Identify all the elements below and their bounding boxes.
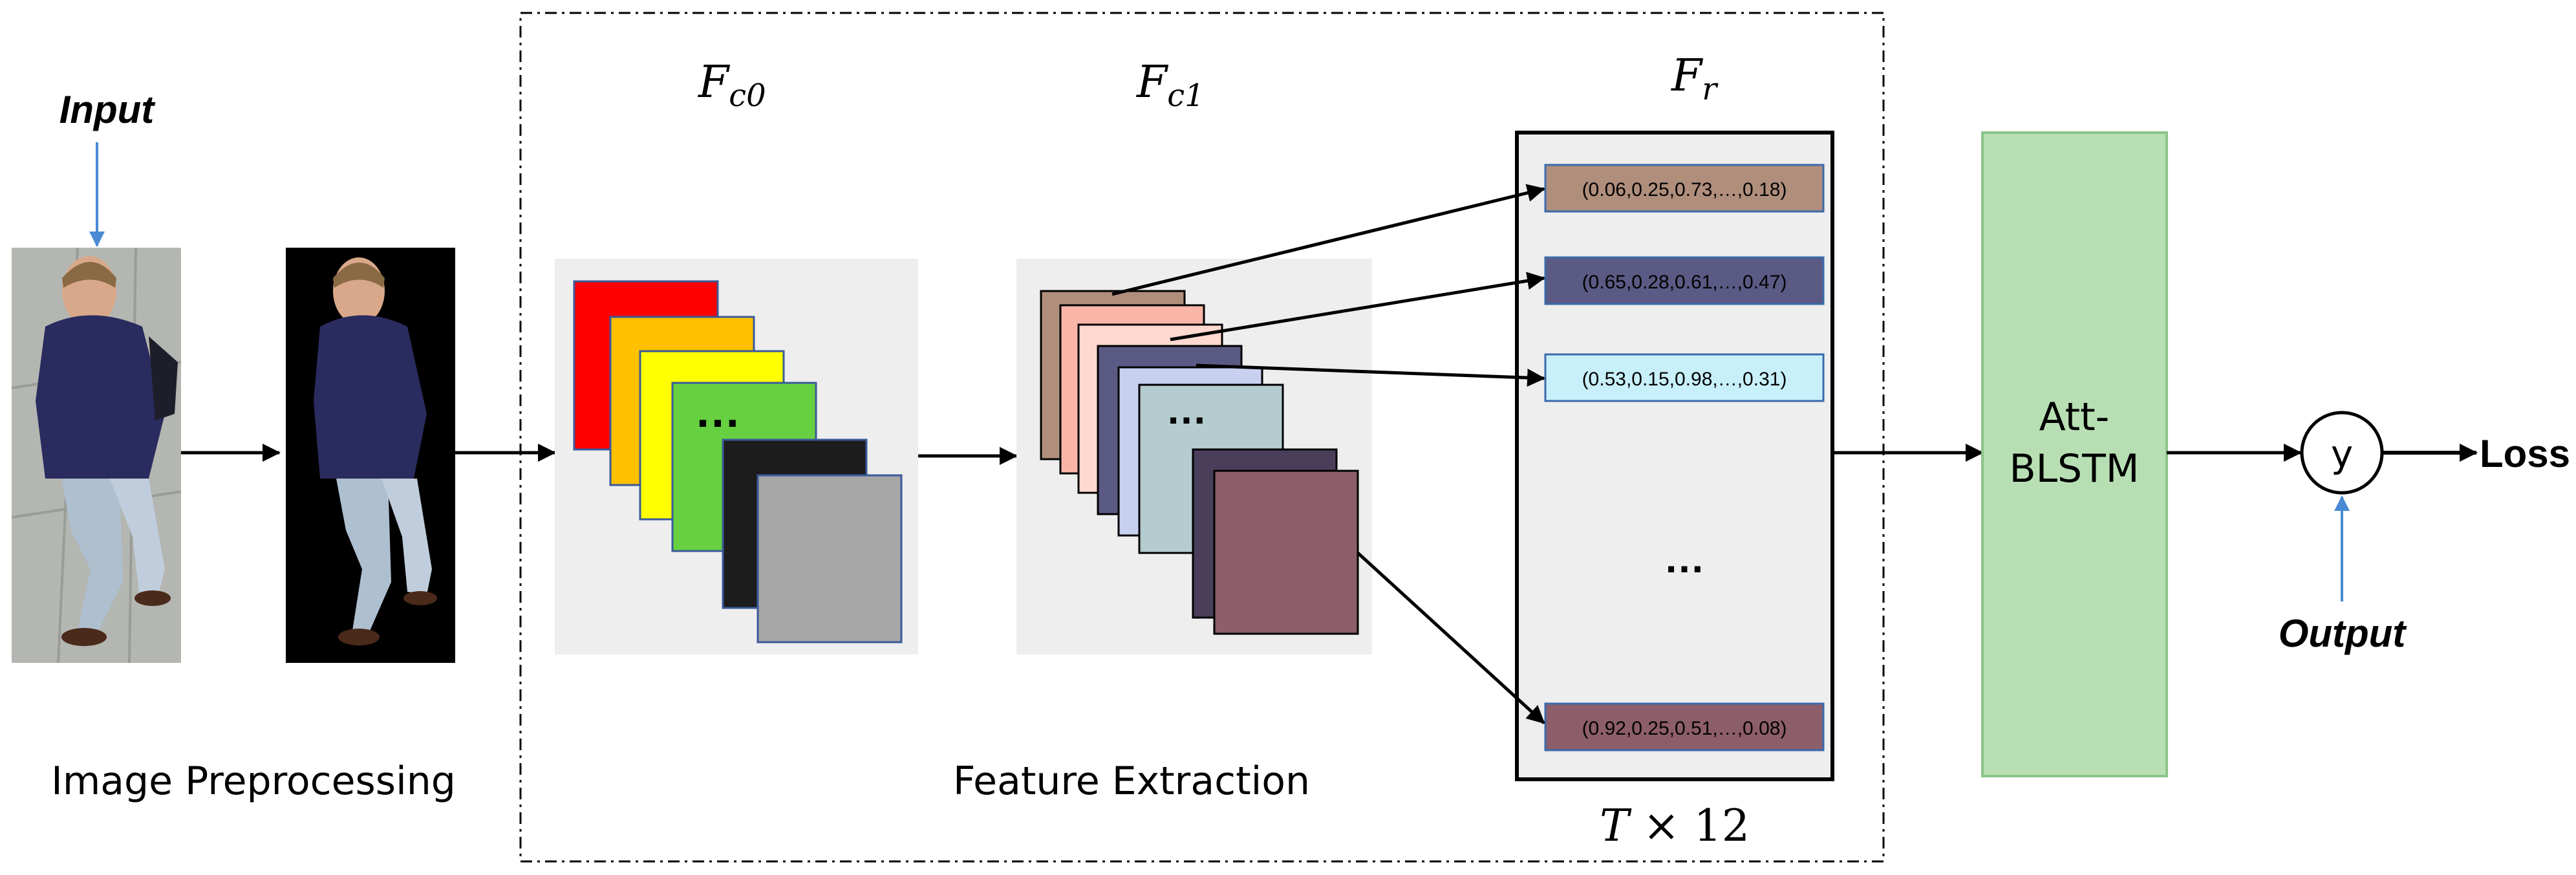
fr-feature-vectors: (0.06,0.25,0.73,…,0.18) (0.65,0.28,0.61,…… — [1544, 164, 1825, 751]
fr-dimension-label: T × 12 — [1600, 801, 1750, 852]
feature-vector-text-2: (0.65,0.28,0.61,…,0.47) — [1582, 272, 1787, 293]
fc1-feature-maps — [1040, 290, 1359, 635]
loss-label: Loss — [2480, 432, 2570, 475]
feature-vector-text-3: (0.53,0.15,0.98,…,0.31) — [1582, 369, 1787, 390]
image-preprocessing-label: Image Preprocessing — [51, 759, 456, 804]
fr-title: Fr — [1670, 50, 1719, 107]
feature-extraction-boundary — [519, 12, 1885, 863]
att-blstm-label-line1: Att- — [2039, 394, 2110, 440]
segmented-person-image — [286, 248, 455, 663]
arrow-map-to-vector-1 — [1111, 184, 1545, 296]
arrow-map-to-vector-2 — [1170, 272, 1545, 341]
feature-vector-box-3 — [1544, 353, 1825, 402]
arrow-map-to-vector-3 — [1196, 363, 1545, 387]
arrow-map-to-vector-4 — [1357, 552, 1545, 724]
fc0-title: Fc0 — [697, 57, 766, 114]
feature-extraction-label: Feature Extraction — [953, 759, 1310, 804]
feature-vector-box-1 — [1544, 164, 1825, 213]
fc1-feature-map-8 — [1213, 470, 1359, 635]
fc0-feature-maps — [573, 280, 903, 643]
fc0-feature-map-6 — [757, 474, 903, 643]
input-label: Input — [59, 88, 156, 131]
fc1-ellipsis: … — [1166, 386, 1207, 433]
fr-ellipsis: … — [1664, 535, 1705, 581]
feature-vector-text-1: (0.06,0.25,0.73,…,0.18) — [1582, 179, 1787, 200]
fc1-title: Fc1 — [1135, 57, 1205, 114]
fc0-ellipsis: … — [694, 385, 741, 437]
input-person-photo — [11, 247, 182, 664]
output-label: Output — [2279, 612, 2408, 655]
feature-vector-text-4: (0.92,0.25,0.51,…,0.08) — [1582, 718, 1787, 739]
feature-vector-box-4 — [1544, 702, 1825, 751]
feature-vector-box-2 — [1544, 256, 1825, 305]
att-blstm-label-line2: BLSTM — [2009, 446, 2139, 492]
y-label: y — [2331, 432, 2353, 476]
fr-container — [1515, 131, 1834, 781]
